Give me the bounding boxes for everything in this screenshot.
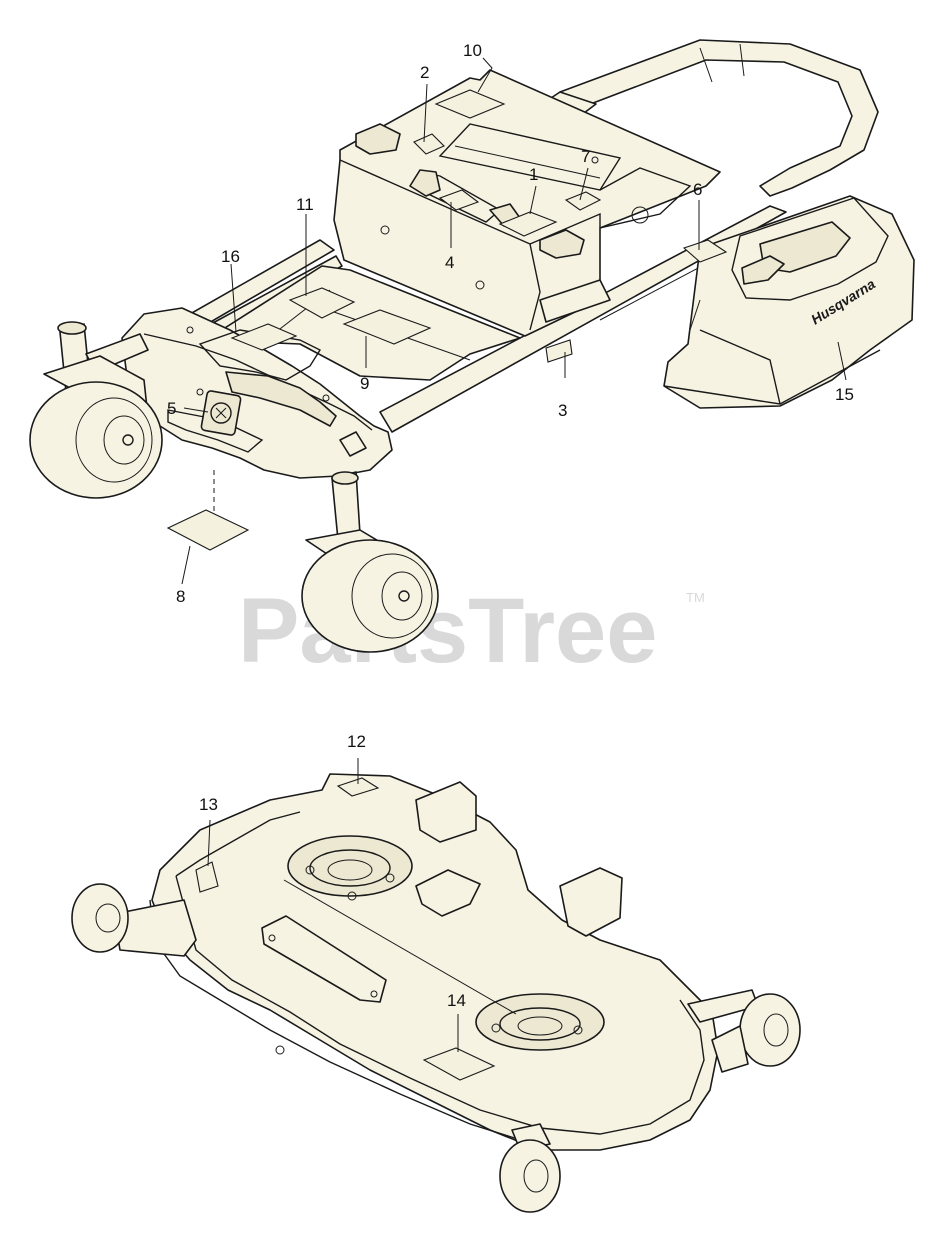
- deck-bracket-mid: [415, 869, 481, 917]
- right-spindle-housing: [475, 993, 605, 1051]
- callout-16: 16: [221, 247, 240, 266]
- callout-2: 2: [420, 63, 429, 82]
- decal-10: [434, 89, 506, 119]
- decal-14: [422, 1047, 496, 1081]
- left-front-tire: [29, 381, 163, 499]
- fuel-cap-boss: [409, 169, 441, 197]
- callout-5: 5: [167, 399, 176, 418]
- callout-6: 6: [693, 180, 702, 199]
- watermark-trademark: TM: [686, 590, 705, 605]
- callout-1: 1: [529, 165, 538, 184]
- decal-12: [336, 777, 380, 797]
- callout-12: 12: [347, 732, 366, 751]
- callout-10: 10: [463, 41, 482, 60]
- deck-front-roller: [499, 1139, 561, 1213]
- decal-9: [342, 309, 432, 345]
- decal-3: [545, 339, 573, 363]
- left-spindle-housing: [287, 835, 413, 897]
- callout-4: 4: [445, 253, 454, 272]
- callout-8: 8: [176, 587, 185, 606]
- deck-left-roller: [71, 883, 129, 953]
- callout-9: 9: [360, 374, 369, 393]
- deck-bracket-left: [415, 781, 477, 843]
- right-caster-wheel: [301, 431, 439, 653]
- rear-handle-frame: [559, 39, 879, 197]
- watermark-text: PartsTree: [238, 580, 657, 682]
- left-caster-wheel: [29, 321, 163, 499]
- callout-7: 7: [581, 147, 590, 166]
- callout-15: 15: [835, 385, 854, 404]
- deck-baffle: [261, 915, 387, 1003]
- callout-13: 13: [199, 795, 218, 814]
- side-pod-cover: Husqvarna: [663, 195, 915, 409]
- right-front-tire: [301, 539, 439, 653]
- callout-14: 14: [447, 991, 466, 1010]
- mower-deck-assembly: [71, 773, 801, 1213]
- deck-right-roller: [739, 993, 801, 1067]
- callout-11: 11: [296, 195, 314, 214]
- decal-2: [413, 133, 445, 155]
- leader-lines: [181, 57, 847, 1052]
- right-side-rail: [379, 205, 787, 433]
- decal-6: [682, 239, 728, 263]
- callout-3: 3: [558, 401, 567, 420]
- decal-8: [166, 509, 250, 551]
- decal-13: [195, 861, 219, 893]
- decal-16: [230, 323, 298, 351]
- decal-7: [564, 191, 602, 211]
- deck-bracket-right: [559, 867, 623, 937]
- callout-labels: 1 2 3 4 5 6 7 8 9 10 11 12 13 14 15 16: [167, 41, 854, 1010]
- decal-1: [498, 211, 558, 237]
